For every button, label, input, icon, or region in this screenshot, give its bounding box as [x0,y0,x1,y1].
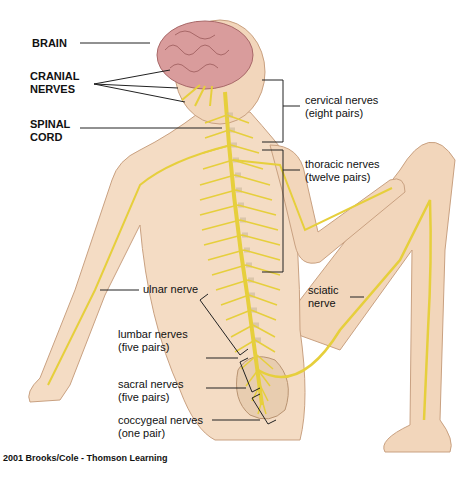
sciatic-nerve [258,200,431,420]
anatomy-label: ulnar nerve [143,283,223,296]
anatomy-label: BRAIN [32,37,92,50]
ulnar-nerve [48,145,231,385]
cranial-nerves [182,85,212,106]
anatomy-label: cervical nerves (eight pairs) [305,94,400,120]
anatomy-label: thoracic nerves (twelve pairs) [305,158,400,184]
anatomy-label: CRANIAL NERVES [30,70,92,96]
brain [157,21,253,89]
brain-folds [165,31,229,72]
credit-line: 2001 Brooks/Cole - Thomson Learning [3,453,263,464]
arm-nerve [233,160,392,230]
anatomy-label: sciatic nerve [308,284,350,310]
arm [270,145,405,263]
anatomy-label: coccygeal nerves (one pair) [118,414,213,440]
anatomy-label: SPINAL CORD [30,118,80,144]
anatomy-label: sacral nerves (five pairs) [118,378,203,404]
anatomy-label: lumbar nerves (five pairs) [118,328,203,354]
torso [29,112,305,440]
